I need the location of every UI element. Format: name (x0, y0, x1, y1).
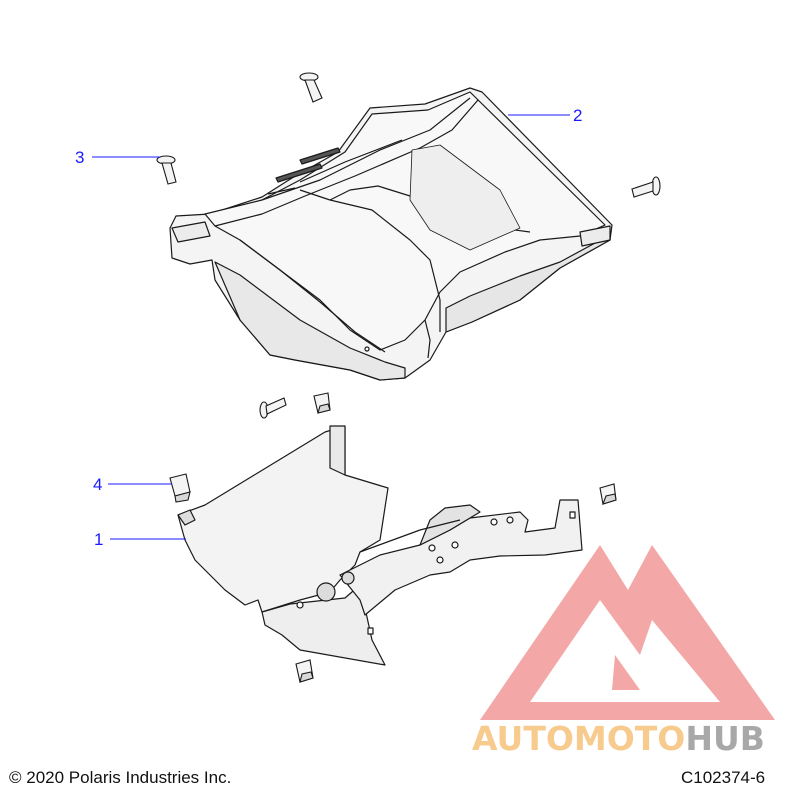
callout-4: 4 (93, 475, 103, 494)
diagram-code: C102374-6 (681, 768, 766, 787)
bolt-right-icon (631, 176, 661, 198)
clip-nut-middle-icon (313, 392, 331, 414)
callout-3: 3 (75, 148, 85, 167)
bolt-middle-icon (259, 397, 287, 419)
copyright-text: © 2020 Polaris Industries Inc. (9, 768, 232, 787)
part-1-bracket (177, 425, 583, 666)
bolt-top-icon (299, 72, 323, 103)
watermark-text: AUTOMOTOHUB (472, 719, 765, 758)
callout-1: 1 (94, 530, 104, 549)
watermark-text-part1: AUTOMOTO (472, 719, 685, 758)
bolt-left-icon (156, 155, 177, 185)
watermark-logo-icon (480, 545, 775, 720)
watermark-text-part2: HUB (685, 719, 765, 758)
clip-nut-4-icon (169, 473, 191, 503)
clip-nut-bottom-icon (295, 659, 314, 683)
clip-nut-right-icon (599, 483, 617, 505)
callout-2: 2 (573, 106, 583, 125)
part-2-housing (169, 87, 613, 381)
